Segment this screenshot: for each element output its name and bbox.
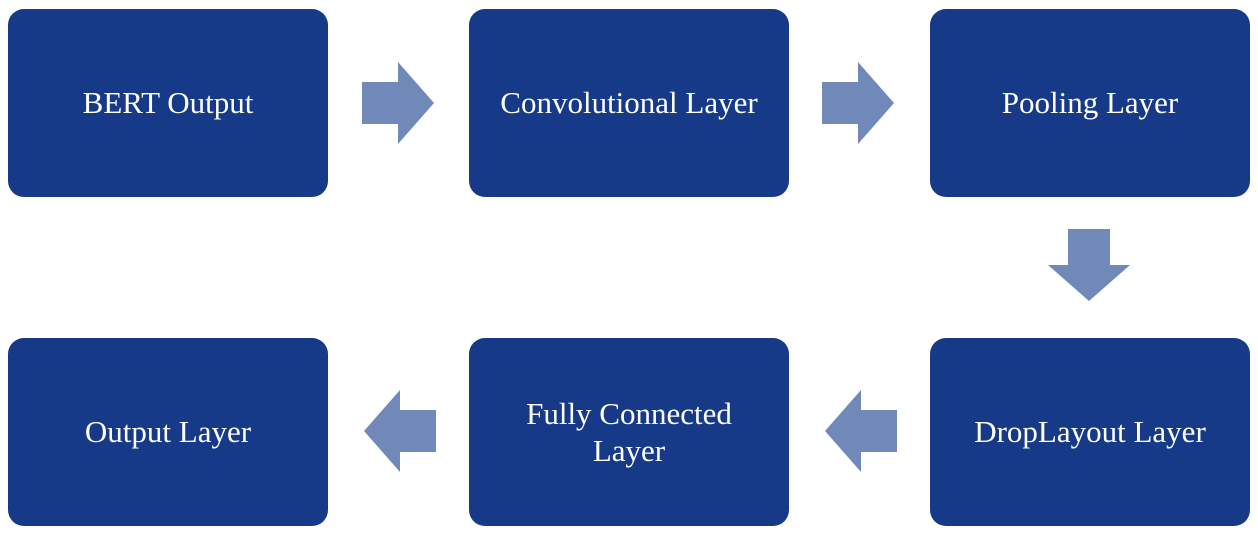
arrow-right-icon [822,62,894,144]
node-label: Convolutional Layer [500,85,758,121]
node-label: DropLayout Layer [974,414,1206,450]
arrow-shape [825,390,897,472]
node-label: Fully Connected Layer [526,395,732,468]
arrow-shape [1048,229,1130,301]
node-bert-output: BERT Output [8,9,328,197]
arrow-down-icon [1048,229,1130,301]
arrow-shape [822,62,894,144]
arrow-shape [362,62,434,144]
node-label: Pooling Layer [1001,85,1179,121]
node-label: BERT Output [82,85,254,121]
node-droplayout-layer: DropLayout Layer [930,338,1250,526]
arrow-right-icon [362,62,434,144]
node-fully-connected-layer: Fully Connected Layer [469,338,789,526]
node-convolutional-layer: Convolutional Layer [469,9,789,197]
arrow-left-icon [825,390,897,472]
node-pooling-layer: Pooling Layer [930,9,1250,197]
node-label: Output Layer [84,414,252,450]
node-output-layer: Output Layer [8,338,328,526]
arrow-left-icon [364,390,436,472]
arrow-shape [364,390,436,472]
